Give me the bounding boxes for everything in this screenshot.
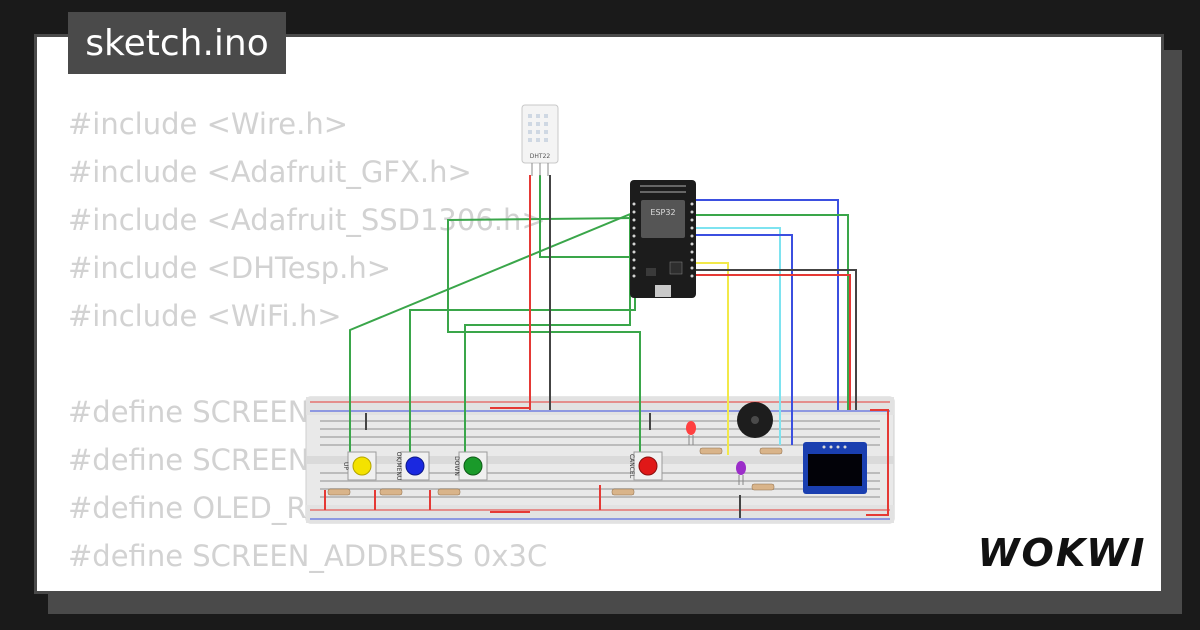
resistor — [611, 488, 635, 496]
code-line: #include <Wire.h> — [68, 107, 349, 141]
code-line: #include <Adafruit_GFX.h> — [68, 155, 472, 189]
sensor-label: DHT22 — [530, 153, 551, 160]
esp32-board[interactable]: ESP32 — [630, 180, 696, 298]
led-red — [686, 421, 696, 445]
dht22-sensor[interactable]: DHT22 — [521, 104, 559, 176]
button-cancel[interactable]: CANCEL — [628, 451, 663, 481]
resistor — [751, 483, 775, 491]
button-label: DOWN — [453, 456, 460, 476]
wire-black — [695, 269, 857, 410]
wire-yellow — [695, 262, 729, 455]
circuit-diagram: DHT22 ESP32 UP OK/MENU DOWN CANCE — [305, 104, 895, 524]
wire-green — [349, 209, 641, 455]
buzzer — [737, 402, 773, 438]
wire-blue — [695, 199, 839, 410]
resistor — [327, 488, 351, 496]
button-label: CANCEL — [628, 454, 635, 479]
button-down[interactable]: DOWN — [453, 451, 488, 481]
file-tab[interactable]: sketch.ino — [68, 12, 286, 74]
code-line: #include <WiFi.h> — [68, 299, 342, 333]
wire-cyan — [695, 227, 781, 445]
logo-text: WOKWI — [978, 531, 1147, 575]
wire-green — [539, 175, 632, 258]
resistor — [699, 447, 723, 455]
button-label: UP — [342, 462, 349, 470]
code-line: #define SCREEN_ADDRESS 0x3C — [68, 539, 548, 573]
wire-red — [695, 274, 851, 410]
wire-green — [695, 214, 849, 410]
wokwi-logo: WOKWI — [978, 531, 1147, 575]
resistor — [759, 447, 783, 455]
button-label: OK/MENU — [395, 452, 402, 481]
oled-display[interactable] — [803, 442, 867, 494]
button-up[interactable]: UP — [342, 451, 377, 481]
wire-green — [447, 217, 641, 455]
resistor — [379, 488, 403, 496]
code-line: #include <DHTesp.h> — [68, 251, 392, 285]
button-ok-menu[interactable]: OK/MENU — [395, 451, 430, 481]
wire-red — [866, 409, 889, 516]
wire-blue — [695, 234, 793, 445]
led-purple — [736, 461, 746, 485]
file-tab-label: sketch.ino — [85, 22, 269, 64]
mcu-label: ESP32 — [650, 208, 675, 217]
resistor — [437, 488, 461, 496]
